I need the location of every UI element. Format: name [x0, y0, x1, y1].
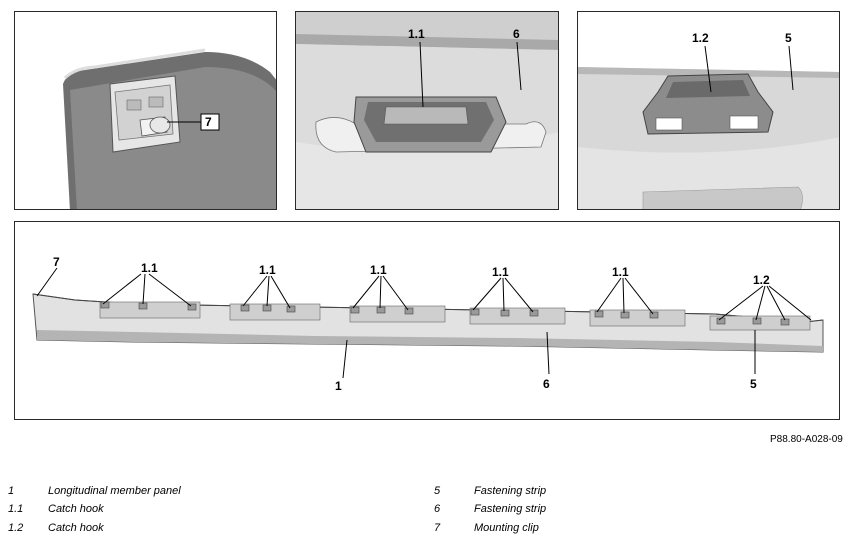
legend-text: Longitudinal member panel — [48, 485, 181, 497]
legend-number: 7 — [434, 522, 441, 534]
figure-code: P88.80-A028-09 — [770, 434, 843, 445]
legend-text: Catch hook — [48, 522, 104, 534]
mounting-clip-illustration: 7 — [63, 48, 276, 209]
callout-6-overview: 6 — [543, 377, 550, 391]
callout-1-2-overview: 1.2 — [753, 273, 770, 287]
callout-5-detail: 5 — [785, 31, 792, 45]
catch-hook-1-2-illustration: 1.2 5 — [578, 12, 839, 209]
detail-panel-mounting-clip: 7 — [14, 11, 277, 210]
callout-1-overview: 1 — [335, 379, 342, 393]
detail-panel-catch-hook-1-2: 1.2 5 — [577, 11, 840, 210]
legend-number: 1 — [8, 485, 15, 497]
callout-1-1-overview-b: 1.1 — [259, 263, 276, 277]
legend-number: 1.2 — [8, 522, 24, 534]
legend-number: 6 — [434, 503, 441, 515]
detail-panel-catch-hook-1-1: 1.1 6 — [295, 11, 559, 210]
callout-1-1-overview-d: 1.1 — [492, 265, 509, 279]
callout-1-1-overview-e: 1.1 — [612, 265, 629, 279]
callout-7-detail: 7 — [205, 115, 212, 129]
legend-text: Fastening strip — [474, 485, 547, 497]
legend-text: Catch hook — [48, 503, 104, 515]
legend-number: 1.1 — [8, 503, 24, 515]
catch-hook-1-1-illustration: 1.1 6 — [296, 12, 558, 209]
callout-1-2-detail: 1.2 — [692, 31, 709, 45]
callout-6-detail: 6 — [513, 27, 520, 41]
longitudinal-member-panel-illustration: 7 1.1 1.1 1.1 1.1 1.1 1.2 1 6 5 — [32, 255, 824, 393]
legend-text: Fastening strip — [474, 503, 547, 515]
callout-7-overview: 7 — [53, 255, 60, 269]
callout-1-1-overview-a: 1.1 — [141, 261, 158, 275]
legend-text: Mounting clip — [474, 522, 539, 534]
callout-5-overview: 5 — [750, 377, 757, 391]
callout-1-1-overview-c: 1.1 — [370, 263, 387, 277]
overview-panel: 7 1.1 1.1 1.1 1.1 1.1 1.2 1 6 5 — [14, 221, 840, 420]
callout-1-1-detail: 1.1 — [408, 27, 425, 41]
legend-number: 5 — [434, 485, 441, 497]
